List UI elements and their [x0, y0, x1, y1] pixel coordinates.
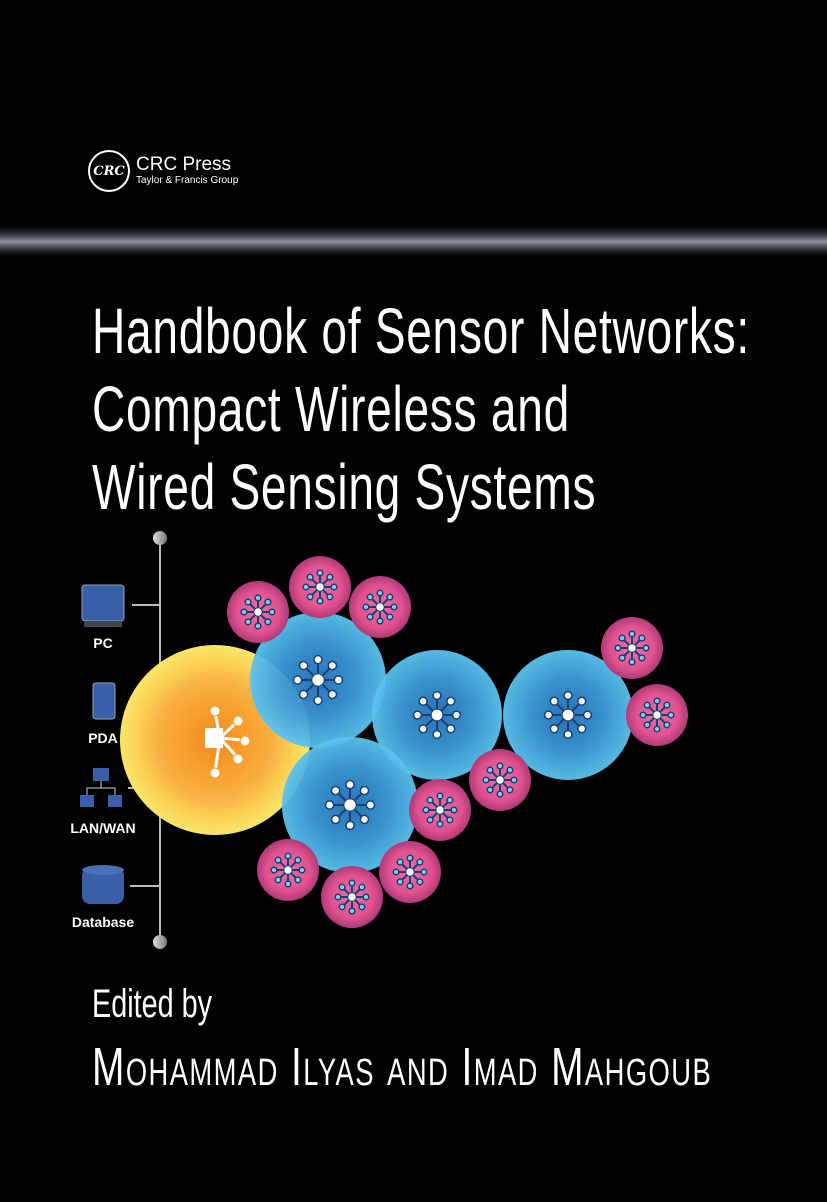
sensor-node-icon: [334, 879, 370, 915]
sensor-node-icon: [392, 854, 428, 890]
pda-icon: [92, 682, 116, 720]
decorative-band: [0, 226, 827, 256]
cluster-zones: [227, 556, 688, 928]
network-icon: [80, 768, 122, 807]
sensor-node-icon: [362, 589, 398, 625]
sensor-node-icon: [422, 792, 458, 828]
cluster-head-icon: [543, 690, 593, 740]
sensor-node-icon: [240, 594, 276, 630]
label-lan-wan: LAN/WAN: [70, 820, 136, 836]
label-pda: PDA: [88, 730, 118, 746]
crc-logo-icon: CRC: [88, 150, 130, 192]
label-database: Database: [71, 914, 135, 930]
cluster-head-icon: [292, 654, 344, 706]
publisher-logo: CRC CRC Press Taylor & Francis Group: [88, 150, 238, 192]
sensor-node-icon: [639, 697, 675, 733]
title-line-2: Compact Wireless and: [92, 373, 570, 445]
sensor-node-icon: [302, 569, 338, 605]
database-icon: [82, 865, 124, 904]
title-line-1: Handbook of Sensor Networks:: [92, 295, 750, 367]
cluster-head-icon: [324, 779, 376, 831]
editor-names: Mohammad Ilyas and Imad Mahgoub: [92, 1037, 713, 1097]
edited-by-label: Edited by: [92, 982, 213, 1026]
title-line-3: Wired Sensing Systems: [92, 451, 597, 523]
cluster-head-icon: [412, 690, 462, 740]
gateway-node-icon: [205, 705, 251, 779]
book-title: Handbook of Sensor Networks: Compact Wir…: [92, 292, 750, 526]
label-pc: PC: [93, 635, 113, 651]
publisher-group: Taylor & Francis Group: [136, 175, 239, 186]
publisher-name: CRC Press: [136, 154, 232, 175]
pc-icon: [81, 584, 125, 627]
sensor-node-icon: [270, 852, 306, 888]
sensor-node-icon: [482, 762, 518, 798]
logo-mark: CRC: [93, 163, 125, 179]
sensor-node-icon: [614, 630, 650, 666]
